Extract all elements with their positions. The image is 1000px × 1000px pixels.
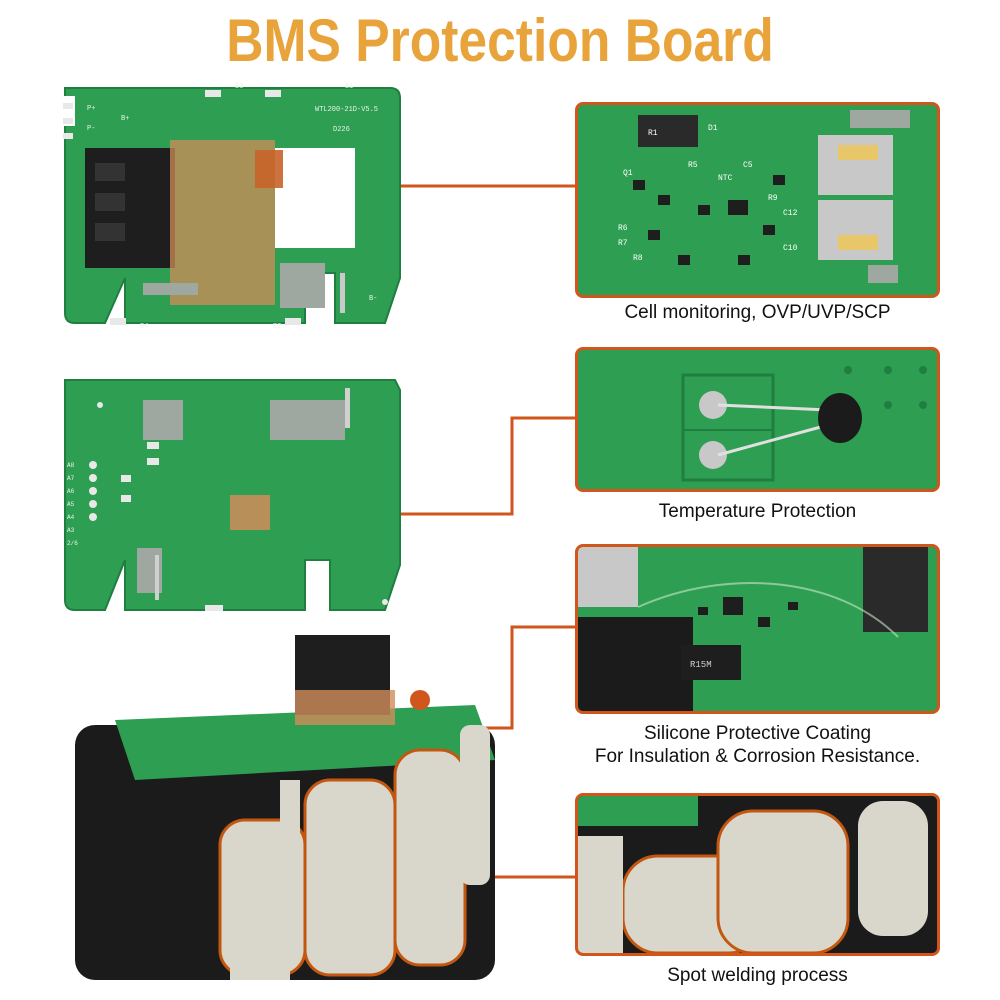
silk-pplus: P+ (87, 105, 95, 113)
label-d1: D1 (708, 124, 718, 133)
label-r9: R9 (768, 194, 778, 203)
detail-panel-silicone: R15M (575, 544, 940, 714)
label-r5: R5 (688, 161, 698, 170)
silk-a3: A3 (67, 527, 75, 534)
silk-a4: A4 (67, 514, 75, 521)
caption-cell-monitoring: Cell monitoring, OVP/UVP/SCP (624, 302, 891, 323)
silk-version: WTL200-21D-V5.5 (315, 106, 378, 114)
label-c12: C12 (783, 209, 798, 218)
silk-pminus: P- (87, 125, 95, 133)
label-c5: C5 (743, 161, 753, 170)
caption-silicone-line1: Silicone Protective Coating (643, 723, 872, 744)
silk-b3: B3 (235, 83, 243, 91)
battery-pack (40, 630, 500, 985)
silk-date: D226 (333, 126, 350, 134)
silk-b4: B4 (140, 323, 148, 331)
label-r6: R6 (618, 224, 628, 233)
caption-spot-welding: Spot welding process (667, 965, 848, 986)
label-ntc: NTC (718, 174, 733, 183)
silk-a8: A8 (67, 462, 75, 469)
caption-silicone-line2: For Insulation & Corrosion Resistance. (594, 746, 921, 767)
silk-b2: B2 (273, 323, 281, 331)
detail-panel-spot-welding (575, 793, 940, 956)
label-r8: R8 (633, 254, 643, 263)
caption-temperature: Temperature Protection (658, 501, 857, 522)
silk-a7: A7 (67, 475, 75, 482)
pcb-board-middle: A8 A7 A6 A5 A4 A3 2/6 (55, 370, 410, 620)
silk-26: 2/6 (67, 540, 78, 547)
silk-bplus: B+ (121, 115, 129, 123)
label-q1: Q1 (623, 169, 633, 178)
label-c10: C10 (783, 244, 798, 253)
label-r7: R7 (618, 239, 628, 248)
label-r15m: R15M (690, 660, 712, 670)
detail-panel-temperature (575, 347, 940, 492)
silk-b1: B1 (345, 83, 353, 91)
silk-a6: A6 (67, 488, 75, 495)
pcb-board-top: B3 B1 B+ P+ P- WTL200-21D-V5.5 D226 B- B… (55, 78, 410, 336)
caption-silicone: Silicone Protective Coating For Insulati… (560, 722, 955, 768)
silk-a5: A5 (67, 501, 75, 508)
page-title: BMS Protection Board (226, 7, 774, 74)
detail-panel-cell-monitoring: R1 D1 Q1 NTC R5 C5 R6 R7 R8 R9 C10 C12 (575, 102, 940, 298)
silk-bminus: B- (369, 295, 377, 303)
label-r1: R1 (648, 129, 658, 138)
